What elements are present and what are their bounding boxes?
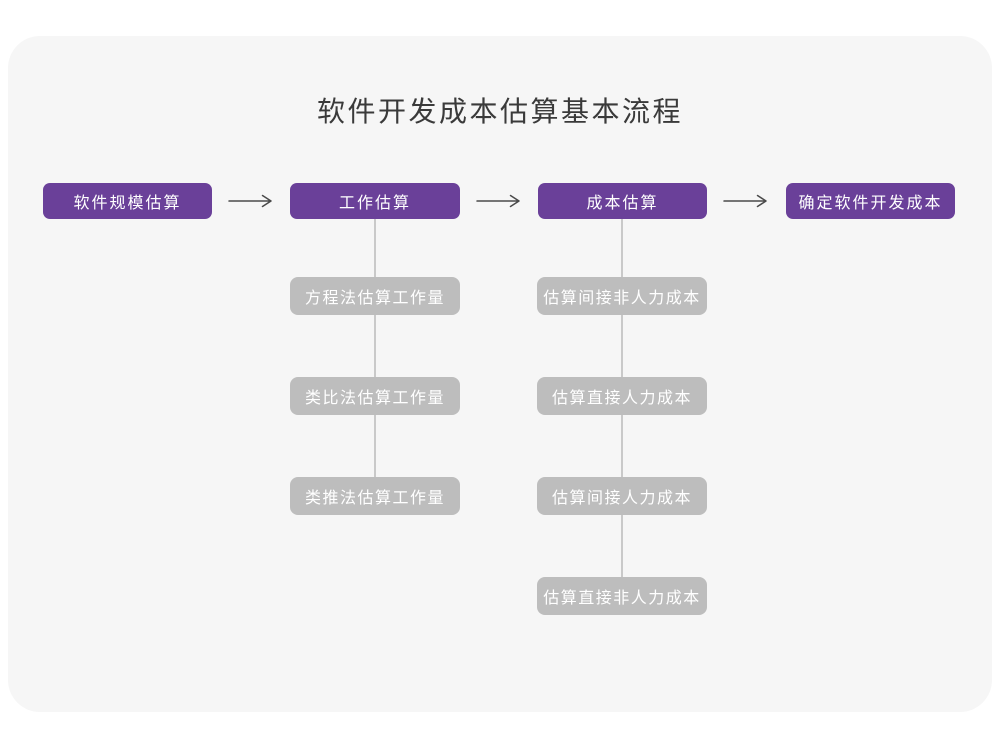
substep-analogy-method-effort: 类比法估算工作量 [290, 377, 460, 415]
substep-indirect-non-labor-cost: 估算间接非人力成本 [537, 277, 707, 315]
substep-direct-labor-cost: 估算直接人力成本 [537, 377, 707, 415]
substep-extrapolation-method-effort: 类推法估算工作量 [290, 477, 460, 515]
stage-cost-estimation: 成本估算 [538, 183, 707, 219]
stage-determine-development-cost: 确定软件开发成本 [786, 183, 955, 219]
substep-direct-non-labor-cost: 估算直接非人力成本 [537, 577, 707, 615]
flow-arrow-icon [476, 194, 520, 208]
flow-arrow-icon [228, 194, 272, 208]
substep-indirect-labor-cost: 估算间接人力成本 [537, 477, 707, 515]
stage-software-size-estimation: 软件规模估算 [43, 183, 212, 219]
page-title: 软件开发成本估算基本流程 [316, 96, 683, 127]
connector-line-effort [374, 218, 376, 480]
flow-card [8, 36, 992, 712]
substep-equation-method-effort: 方程法估算工作量 [290, 277, 460, 315]
flow-arrow-icon [723, 194, 767, 208]
stage-effort-estimation: 工作估算 [290, 183, 460, 219]
